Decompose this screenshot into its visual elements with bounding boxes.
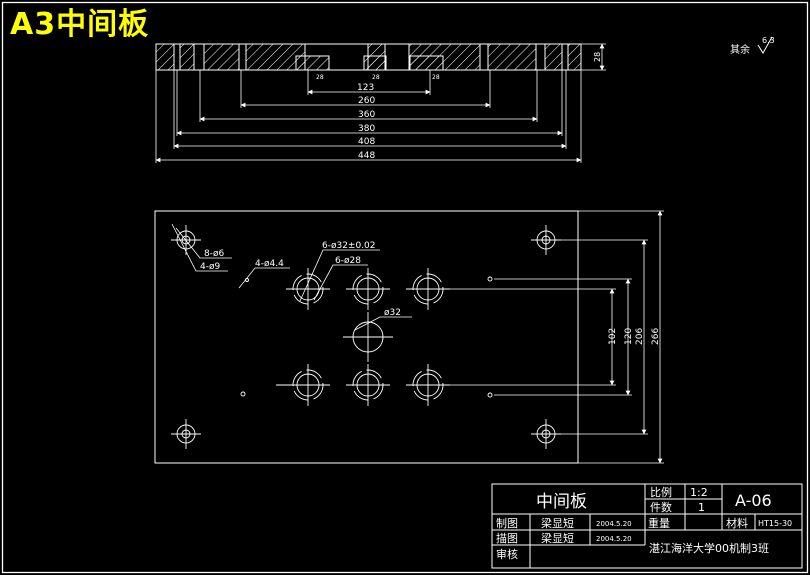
- designed-label: 制图: [496, 517, 518, 530]
- qty-value: 1: [698, 501, 705, 514]
- dim-260: 260: [358, 96, 375, 106]
- dim-408: 408: [358, 137, 375, 147]
- material-label: 材料: [726, 516, 748, 530]
- callout-small-holes: 4-ø4.4: [255, 259, 284, 269]
- corner-hole-bottom-left: [171, 419, 201, 449]
- title-block: 中间板 比例 1:2 件数 1 A-06 制图 梁显短 2004.5.20 重量…: [491, 483, 803, 569]
- checked-label: 审核: [496, 547, 518, 561]
- svg-text:28: 28: [372, 74, 380, 81]
- bore-hole-bottom-1: [276, 364, 330, 406]
- designed-date: 2004.5.20: [596, 520, 632, 528]
- traced-date: 2004.5.20: [596, 535, 632, 543]
- dim-123: 123: [357, 83, 374, 93]
- plan-view-labels: 6-ø32±0.02 6-ø28 ø32 4-ø4.4 8-ø6 4-ø9 10…: [200, 241, 661, 345]
- school-name: 湛江海洋大学00机制3班: [649, 541, 769, 555]
- callout-corner-clearance: 4-ø9: [200, 262, 220, 272]
- part-name: 中间板: [536, 492, 587, 512]
- section-view: 28 28 28 28 123 260 360 380 408: [155, 43, 606, 163]
- svg-text:28: 28: [432, 74, 440, 81]
- corner-hole-top-left: [171, 225, 201, 255]
- bore-hole-top-1: [286, 268, 330, 310]
- dim-266: 266: [651, 328, 661, 345]
- plan-view: [154, 210, 664, 464]
- drawing-number: A-06: [735, 491, 772, 510]
- callout-center-hole: ø32: [384, 308, 401, 318]
- callout-bore: 6-ø28: [335, 256, 361, 266]
- roughness-other-label: 其余: [730, 43, 750, 56]
- roughness-value: 6.3: [762, 36, 775, 45]
- bore-hole-bottom-2: [346, 364, 390, 406]
- weight-label: 重量: [648, 516, 670, 530]
- callout-counterbore: 6-ø32±0.02: [322, 241, 376, 251]
- tracer-name: 梁显短: [541, 531, 574, 545]
- surface-roughness-note: 其余 6.3: [730, 36, 775, 56]
- dim-102: 102: [608, 328, 618, 345]
- traced-label: 描图: [496, 531, 518, 545]
- qty-label: 件数: [650, 501, 672, 514]
- dim-206: 206: [635, 328, 645, 345]
- dim-thickness: 28: [593, 52, 602, 62]
- dim-380: 380: [358, 124, 375, 134]
- callout-corner-pilot: 8-ø6: [204, 249, 224, 259]
- dim-120: 120: [624, 328, 634, 345]
- dim-360: 360: [358, 110, 375, 120]
- material-value: HT15-30: [758, 519, 792, 528]
- roughness-symbol-icon: [757, 36, 773, 54]
- scale-label: 比例: [650, 485, 672, 499]
- svg-text:28: 28: [316, 74, 324, 81]
- bore-hole-top-2: [346, 268, 390, 310]
- drawing-title: A3中间板: [10, 7, 150, 42]
- scale-value: 1:2: [690, 486, 708, 499]
- center-hole: [343, 312, 393, 362]
- designer-name: 梁显短: [541, 516, 574, 530]
- dim-448: 448: [358, 151, 375, 161]
